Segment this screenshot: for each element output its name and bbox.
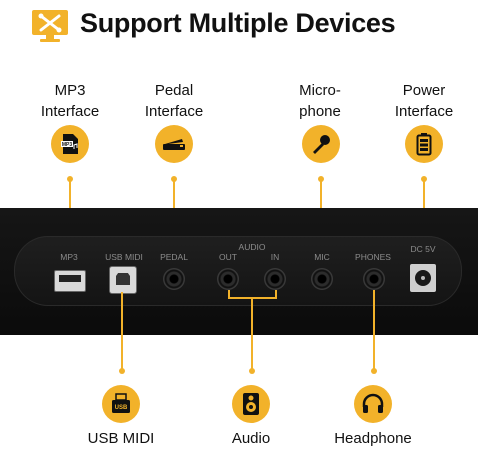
pedal-connector-dot [171,176,177,182]
port-label-out: OUT [219,252,237,262]
port-faceplate [14,236,462,306]
svg-text:USB: USB [115,405,128,411]
port-label-pedal: PEDAL [160,252,188,262]
usb-midi-b-port [109,266,137,294]
audio-in-drop-line [275,290,277,298]
usb-midi-label: USB MIDI [87,430,155,447]
pedal-connector-line [173,180,175,232]
mic-jack [311,268,333,290]
usb-midi-badge: USB [102,385,140,423]
microphone-icon [313,135,330,154]
audio-label: Audio [231,430,271,447]
usb-midi-connector-dot [119,368,125,374]
port-label-usb-midi: USB MIDI [105,252,143,262]
microphone-badge [302,125,340,163]
audio-connector-dot [249,368,255,374]
headphone-label: Headphone [334,430,412,447]
devices-monitor-icon [32,10,68,42]
pedal-interface-badge [155,125,193,163]
title-row: Support Multiple Devices [0,0,478,52]
audio-out-jack [217,268,239,290]
mp3-connector-dot [67,176,73,182]
usb-midi-connector-line [121,292,123,370]
audio-out-drop-line [228,290,230,298]
port-label-mp3: MP3 [60,252,78,262]
mp3-usb-a-port [54,270,86,292]
mp3-interface-badge: MP3 [51,125,89,163]
pedal-icon [163,139,185,150]
headphone-connector-line [373,290,375,370]
headphone-connector-dot [371,368,377,374]
page-title: Support Multiple Devices [80,8,396,38]
speaker-icon [243,393,259,415]
mic-connector-dot [318,176,324,182]
port-label-mic: MIC [314,252,330,262]
mp3-connector-line [69,180,71,232]
mic-connector-line [320,180,322,232]
port-label-phones: PHONES [355,252,391,262]
audio-connector-line [251,297,253,370]
phones-jack [363,268,385,290]
dc-power-port [410,264,436,292]
headphone-badge [354,385,392,423]
audio-group-label: AUDIO [238,242,266,252]
power-interface-badge [405,125,443,163]
audio-in-jack [264,268,286,290]
headphone-icon [362,393,384,413]
power-connector-line [423,180,425,232]
power-connector-dot [421,176,427,182]
pedal-jack [163,268,185,290]
port-label-in: IN [270,252,280,262]
audio-badge [232,385,270,423]
usb-icon: USB [112,393,130,413]
microphone-label: Micro-phone [299,82,341,120]
svg-text:MP3: MP3 [62,142,73,148]
mp3-file-icon: MP3 [61,134,78,154]
battery-icon [416,133,432,156]
port-label-dc: DC 5V [410,244,436,254]
